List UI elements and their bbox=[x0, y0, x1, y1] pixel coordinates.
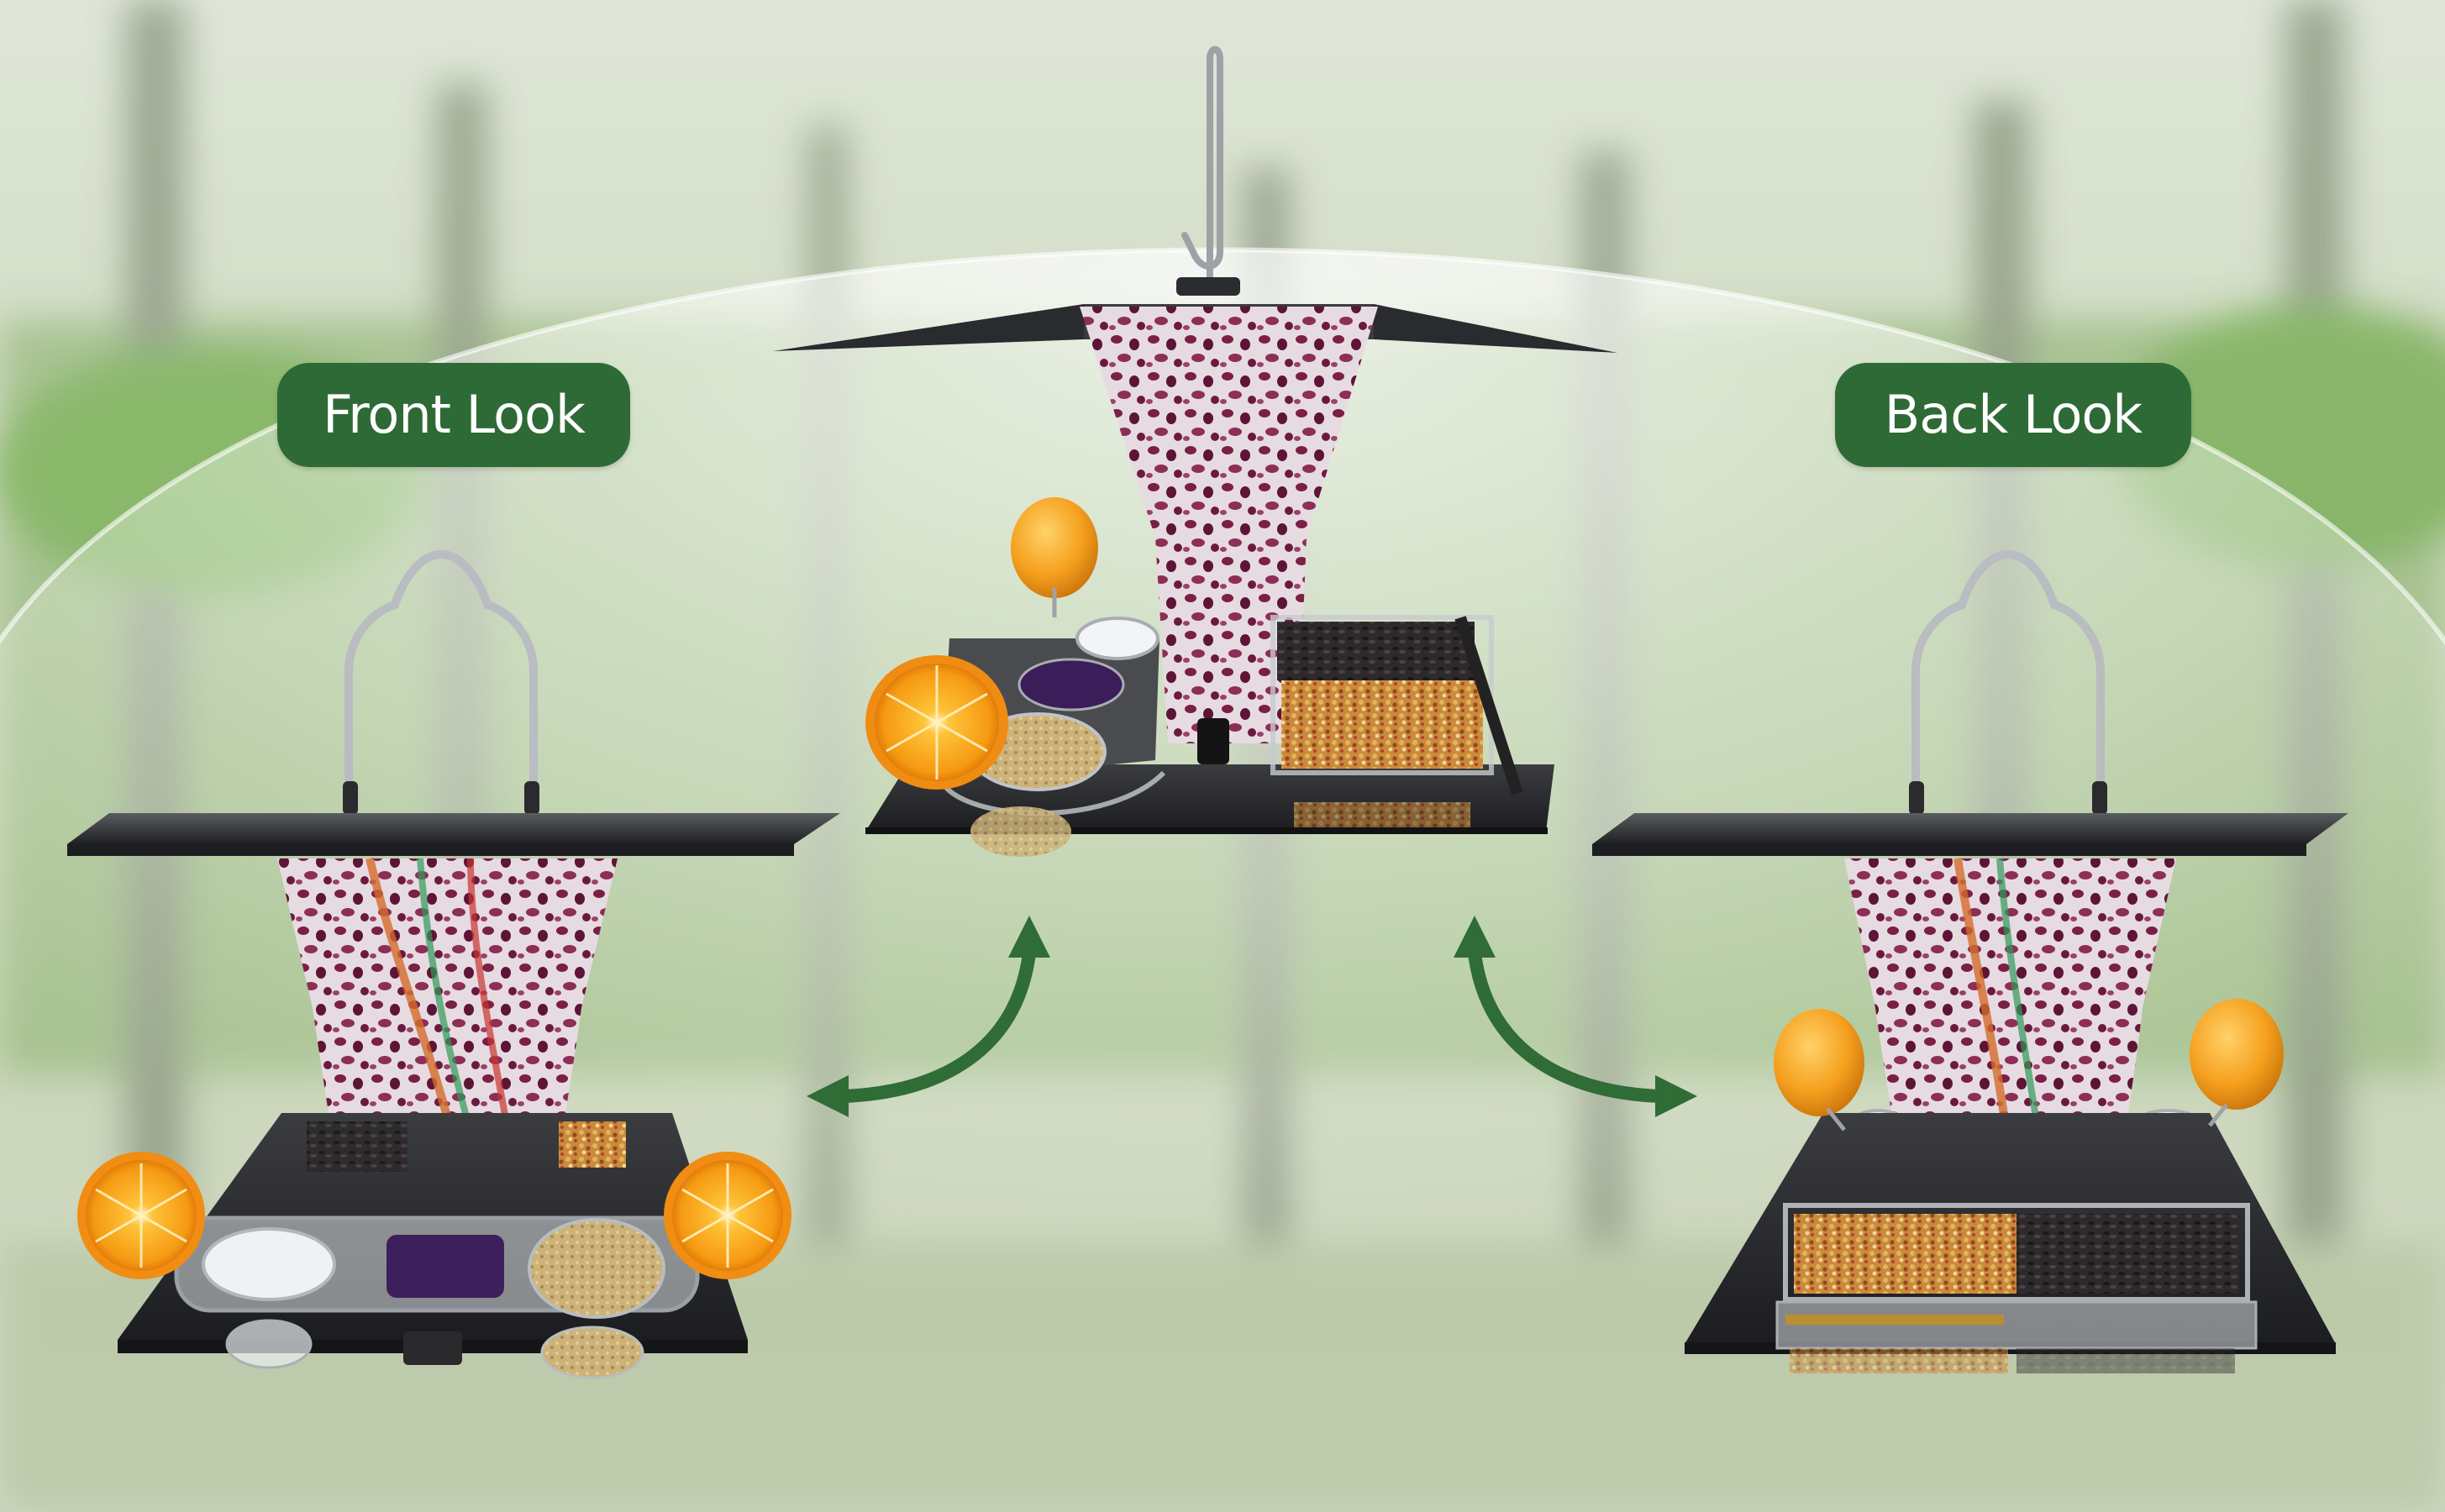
front-view-feeder bbox=[67, 549, 840, 1379]
front-look-badge: Front Look bbox=[277, 363, 630, 467]
left-curved-double-arrow bbox=[807, 916, 1050, 1117]
orange-slice-left bbox=[77, 1152, 205, 1279]
back-view-feeder bbox=[1592, 549, 2348, 1373]
back-look-badge: Back Look bbox=[1835, 363, 2191, 467]
right-curved-double-arrow bbox=[1454, 916, 1697, 1117]
orange-slice-top bbox=[865, 655, 1008, 790]
orange-half-right bbox=[2190, 999, 2284, 1127]
orange-slice-right bbox=[664, 1152, 791, 1279]
top-view-feeder bbox=[773, 45, 1617, 857]
orange-half-hanging bbox=[1011, 497, 1098, 617]
orange-half-left bbox=[1774, 1009, 1864, 1131]
